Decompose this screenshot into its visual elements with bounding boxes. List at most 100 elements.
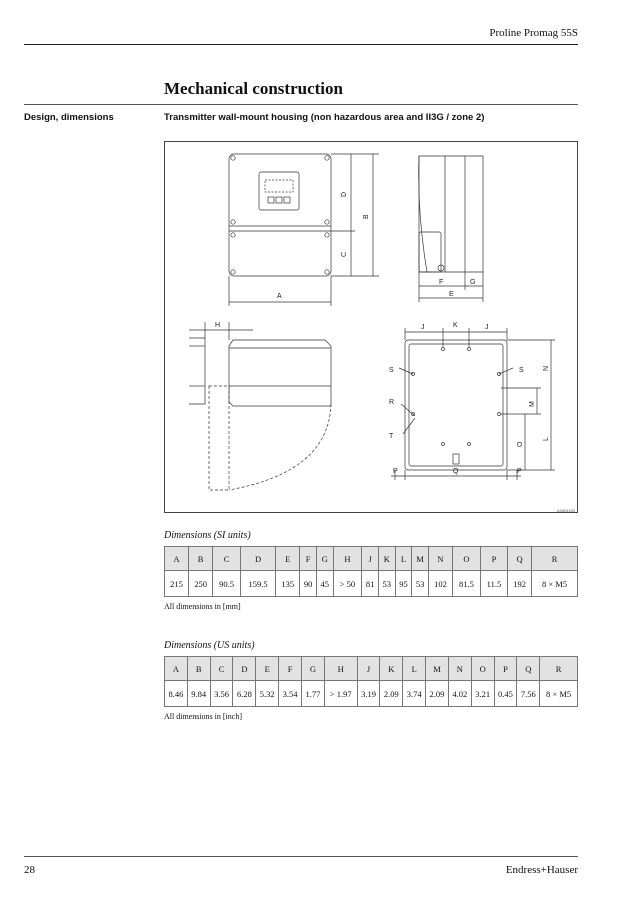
si-header-cell: E — [275, 546, 301, 571]
si-value-cell: 90 — [299, 570, 317, 597]
dim-label-r: R — [389, 399, 394, 406]
si-value-cell: 11.5 — [479, 570, 509, 597]
si-value-cell: 102 — [427, 570, 453, 597]
us-table-value-row: 8.46 9.84 3.56 6.28 5.32 3.54 1.77 > 1.9… — [164, 680, 578, 707]
si-value-cell: 81.5 — [451, 570, 481, 597]
si-value-cell: 53 — [411, 570, 429, 597]
us-value-cell: 3.19 — [356, 680, 381, 707]
si-header-cell: O — [451, 546, 481, 571]
us-value-cell: 4.02 — [447, 680, 472, 707]
us-header-cell: P — [493, 656, 518, 681]
section-rule — [24, 104, 578, 105]
us-header-cell: R — [539, 656, 578, 681]
si-value-cell: 8 × M5 — [531, 570, 578, 597]
us-value-cell: 8 × M5 — [539, 680, 578, 707]
front-view — [228, 153, 379, 306]
figure-reference: A0001150 — [557, 508, 575, 513]
dim-label-s-right: S — [519, 367, 524, 374]
dim-label-k: K — [453, 322, 458, 329]
us-value-cell: 9.84 — [186, 680, 211, 707]
si-value-cell: 81 — [361, 570, 379, 597]
si-table-value-row: 215 250 90.5 159.5 135 90 45 > 50 81 53 … — [163, 570, 578, 597]
us-header-cell: F — [278, 656, 302, 681]
dimension-labels: A D C B F G E H J K J N M O L S S R T P … — [215, 192, 550, 475]
si-header-cell: F — [299, 546, 317, 571]
side-label: Design, dimensions — [24, 112, 114, 123]
dim-label-b: B — [363, 214, 370, 219]
us-value-cell: 8.46 — [164, 680, 188, 707]
dim-label-n: N — [543, 366, 550, 371]
us-value-cell: 5.32 — [255, 680, 280, 707]
us-table-note: All dimensions in [inch] — [164, 712, 242, 721]
brand-name: Endress+Hauser — [505, 864, 578, 876]
us-value-cell: 3.74 — [402, 680, 427, 707]
us-header-cell: N — [447, 656, 472, 681]
rear-view — [391, 328, 555, 480]
dim-label-p-right: P — [517, 468, 522, 475]
si-header-cell: H — [332, 546, 363, 571]
si-value-cell: 135 — [275, 570, 301, 597]
us-header-cell: M — [425, 656, 449, 681]
us-value-cell: > 1.97 — [323, 680, 358, 707]
section-title: Mechanical construction — [164, 79, 343, 98]
si-value-cell: 53 — [377, 570, 396, 597]
us-dimensions-table: A B C D E F G H J K L M N O P Q R 8.46 9… — [164, 656, 578, 707]
us-header-cell: B — [186, 656, 211, 681]
si-table-note: All dimensions in [mm] — [164, 602, 241, 611]
us-header-cell: Q — [516, 656, 541, 681]
dim-label-t: T — [389, 433, 394, 440]
si-header-cell: K — [377, 546, 396, 571]
si-value-cell: 250 — [188, 570, 214, 597]
dim-label-q: Q — [453, 468, 459, 475]
us-header-cell: E — [255, 656, 280, 681]
us-header-cell: K — [379, 656, 404, 681]
figure-subtitle: Transmitter wall-mount housing (non haza… — [164, 112, 485, 123]
dim-label-a: A — [277, 293, 282, 300]
us-value-cell: 1.77 — [300, 680, 325, 707]
dim-label-m: M — [529, 401, 536, 407]
us-header-cell: A — [164, 656, 188, 681]
dim-label-j-left: J — [421, 324, 425, 331]
us-table-header-row: A B C D E F G H J K L M N O P Q R — [164, 656, 578, 681]
us-value-cell: 3.21 — [470, 680, 495, 707]
si-header-cell: R — [531, 546, 578, 571]
us-value-cell: 3.54 — [278, 680, 302, 707]
us-header-cell: G — [300, 656, 325, 681]
si-dimensions-table: A B C D E F G H J K L M N O P Q R 215 25… — [163, 546, 578, 597]
si-header-cell: C — [212, 546, 241, 571]
dim-label-e: E — [449, 291, 454, 298]
si-value-cell: 95 — [394, 570, 413, 597]
si-value-cell: > 50 — [332, 570, 363, 597]
us-value-cell: 2.09 — [425, 680, 449, 707]
us-header-cell: J — [356, 656, 381, 681]
us-value-cell: 3.56 — [209, 680, 234, 707]
dimension-drawing-svg: A D C B F G E H J K J N M O L S S R T P … — [189, 153, 555, 491]
us-value-cell: 0.45 — [493, 680, 518, 707]
us-header-cell: C — [209, 656, 234, 681]
si-table-header-row: A B C D E F G H J K L M N O P Q R — [163, 546, 578, 571]
dimension-drawing: A D C B F G E H J K J N M O L S S R T P … — [164, 141, 578, 513]
us-header-cell: L — [402, 656, 427, 681]
us-value-cell: 2.09 — [379, 680, 404, 707]
dim-label-d: D — [341, 192, 348, 197]
dim-label-o: O — [517, 441, 524, 447]
dim-label-h: H — [215, 322, 220, 329]
si-header-cell: M — [411, 546, 429, 571]
si-header-cell: D — [239, 546, 277, 571]
side-view — [418, 155, 484, 302]
header-rule — [24, 44, 578, 45]
si-header-cell: A — [163, 546, 190, 571]
si-header-cell: N — [427, 546, 453, 571]
si-header-cell: P — [479, 546, 509, 571]
si-value-cell: 90.5 — [212, 570, 241, 597]
dim-label-c: C — [341, 252, 348, 257]
dim-label-j-right: J — [485, 324, 489, 331]
si-table-caption: Dimensions (SI units) — [164, 530, 251, 541]
us-value-cell: 6.28 — [232, 680, 257, 707]
dim-label-g: G — [470, 279, 475, 286]
bottom-left-view — [189, 322, 332, 491]
us-header-cell: D — [232, 656, 257, 681]
si-value-cell: 215 — [163, 570, 190, 597]
us-value-cell: 7.56 — [516, 680, 541, 707]
us-table-caption: Dimensions (US units) — [164, 640, 255, 651]
